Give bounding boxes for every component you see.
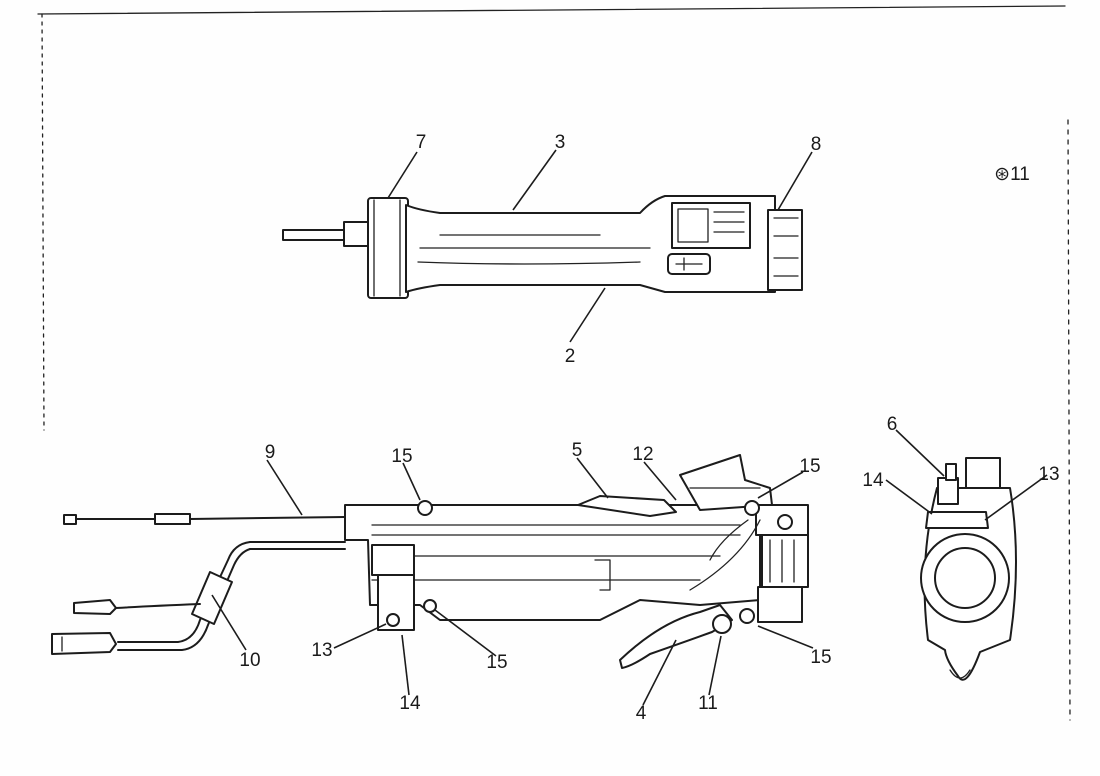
- callout-13-side: 13: [311, 640, 332, 661]
- page-border: [37, 5, 1071, 721]
- callout-6: 6: [887, 414, 898, 435]
- callout-labels: ⊛11 7 3 8 2 9 15 5 12 15 10 13 15 14 4 1…: [239, 132, 1059, 724]
- callout-5: 5: [572, 440, 583, 461]
- handle-side-view: [51, 454, 809, 669]
- handle-end-view: [920, 457, 1017, 681]
- callout-14-end: 14: [862, 470, 884, 491]
- callout-11: 11: [698, 693, 718, 714]
- callout-2: 2: [565, 346, 576, 367]
- callout-9: 9: [265, 442, 276, 463]
- callout-15-bottom-right: 15: [810, 647, 831, 668]
- handle-top-view: [282, 195, 803, 299]
- callout-13-end: 13: [1038, 464, 1059, 485]
- side-view-leaders: [211, 457, 814, 706]
- figure-marker: ⊛11: [994, 164, 1030, 185]
- callout-4: 4: [636, 703, 647, 724]
- callout-7: 7: [416, 132, 427, 153]
- callout-10: 10: [239, 650, 260, 671]
- end-view-leaders: [885, 429, 1048, 521]
- callout-8: 8: [811, 134, 822, 155]
- callout-15-top-left: 15: [391, 446, 412, 467]
- callout-14-side: 14: [399, 693, 421, 714]
- top-view-leaders: [387, 149, 813, 343]
- callout-3: 3: [555, 132, 566, 153]
- callout-12: 12: [632, 444, 653, 465]
- callout-15-top-right: 15: [799, 456, 820, 477]
- callout-15-bottom-left: 15: [486, 652, 507, 673]
